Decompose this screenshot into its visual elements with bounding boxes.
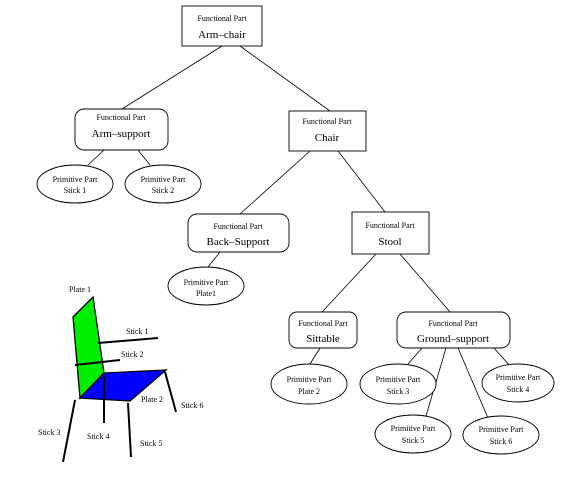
chair-label-stick4: Stick 4 xyxy=(87,432,109,441)
node-kind: Primitive Part xyxy=(496,373,541,382)
node-ellipse xyxy=(270,363,348,405)
node-name: Arm–support xyxy=(92,128,151,140)
node-primitive-stick2: Primitive Part Stick 2 xyxy=(124,164,202,204)
node-name: Plate1 xyxy=(196,289,216,298)
node-kind: Primitive Part xyxy=(184,278,229,287)
node-primitive-plate1: Primitive Part Plate1 xyxy=(167,266,245,306)
node-primitive-stick3: Primitive Part Stick 3 xyxy=(359,363,437,405)
node-kind: Functional Part xyxy=(96,113,146,122)
edge-armchair-chair xyxy=(239,45,331,112)
node-kind: Functional Part xyxy=(428,319,478,328)
node-kind: Functional Part xyxy=(213,222,263,231)
node-kind: Primitive Part xyxy=(53,175,98,184)
node-name: Stool xyxy=(378,236,401,248)
edge-armsupport-stick2 xyxy=(137,149,151,166)
node-kind: Primitive Part xyxy=(479,425,524,434)
node-name: Stick 4 xyxy=(507,385,529,394)
edge-chair-backsupport xyxy=(239,150,311,215)
node-chair: Functional Part Chair xyxy=(288,110,367,152)
node-backsupport: Functional Part Back–Support xyxy=(187,213,290,253)
node-kind: Primitive Part xyxy=(141,175,186,184)
node-name: Stick 2 xyxy=(152,186,174,195)
node-kind: Functional Part xyxy=(365,221,415,230)
chair-stick-5 xyxy=(127,402,132,458)
chair-illustration: Plate 1 Stick 1 Stick 2 Plate 2 Stick 6 … xyxy=(38,285,203,463)
node-ellipse xyxy=(36,164,114,204)
node-primitive-stick4: Primitive Part Stick 4 xyxy=(481,363,555,403)
node-box xyxy=(187,213,290,253)
chair-label-plate2: Plate 2 xyxy=(141,395,163,404)
edge-armchair-armsupport xyxy=(121,45,223,110)
node-armchair: Functional Part Arm–chair xyxy=(181,5,263,47)
node-sittable: Functional Part Sittable xyxy=(288,311,358,349)
node-ellipse xyxy=(167,266,245,306)
node-kind: Functional Part xyxy=(298,319,348,328)
chair-label-stick2: Stick 2 xyxy=(121,350,143,359)
chair-label-stick3: Stick 3 xyxy=(38,428,60,437)
edge-stool-sittable xyxy=(321,253,377,313)
edge-stool-groundsupport xyxy=(399,253,451,313)
edge-backsupport-plate1 xyxy=(207,251,221,268)
node-primitive-stick1: Primitive Part Stick 1 xyxy=(36,164,114,204)
edge-groundsupport-stick3 xyxy=(407,347,423,365)
node-primitive-stick5: Primitive Part Stick 5 xyxy=(374,414,452,454)
node-name: Back–Support xyxy=(207,236,270,248)
node-primitive-stick6: Primitive Part Stick 6 xyxy=(462,415,540,455)
node-name: Ground–support xyxy=(417,333,489,345)
node-name: Chair xyxy=(315,132,340,144)
node-kind: Primitive Part xyxy=(376,375,421,384)
node-armsupport: Functional Part Arm–support xyxy=(74,108,169,151)
node-kind: Functional Part xyxy=(302,117,352,126)
chair-label-stick6: Stick 6 xyxy=(181,401,203,410)
node-name: Sittable xyxy=(306,333,340,345)
node-box xyxy=(396,311,511,349)
edge-groundsupport-stick4 xyxy=(493,347,511,367)
chair-label-plate1: Plate 1 xyxy=(69,285,91,294)
node-name: Arm–chair xyxy=(198,29,246,41)
node-kind: Primitive Part xyxy=(287,375,332,384)
node-ellipse xyxy=(124,164,202,204)
node-box xyxy=(74,108,169,151)
node-name: Stick 6 xyxy=(490,437,512,446)
tree-edges xyxy=(87,45,511,419)
edge-chair-stool xyxy=(337,150,386,213)
node-name: Stick 5 xyxy=(402,436,424,445)
node-box xyxy=(181,5,263,47)
chair-label-stick1: Stick 1 xyxy=(126,327,148,336)
node-groundsupport: Functional Part Ground–support xyxy=(396,311,511,349)
node-ellipse xyxy=(481,363,555,403)
edge-armsupport-stick1 xyxy=(87,149,105,166)
chair-label-stick5: Stick 5 xyxy=(140,439,162,448)
node-primitive-plate2: Primitive Part Plate 2 xyxy=(270,363,348,405)
node-box xyxy=(288,110,367,152)
chair-stick-3 xyxy=(62,399,76,463)
node-stool: Functional Part Stool xyxy=(351,211,430,255)
chair-stick-2 xyxy=(74,359,121,366)
edge-groundsupport-stick6 xyxy=(457,347,489,419)
node-box xyxy=(288,311,358,349)
node-name: Plate 2 xyxy=(298,387,320,396)
node-name: Stick 3 xyxy=(387,387,409,396)
node-ellipse xyxy=(462,415,540,455)
node-name: Stick 1 xyxy=(64,186,86,195)
node-ellipse xyxy=(359,363,437,405)
chair-seat-plate xyxy=(78,369,168,402)
node-kind: Primitive Part xyxy=(391,424,436,433)
chair-stick-6 xyxy=(164,371,177,413)
node-kind: Functional Part xyxy=(197,14,247,23)
edge-sittable-plate2 xyxy=(309,347,321,365)
node-box xyxy=(351,211,430,255)
node-ellipse xyxy=(374,414,452,454)
chair-stick-1 xyxy=(97,337,159,344)
